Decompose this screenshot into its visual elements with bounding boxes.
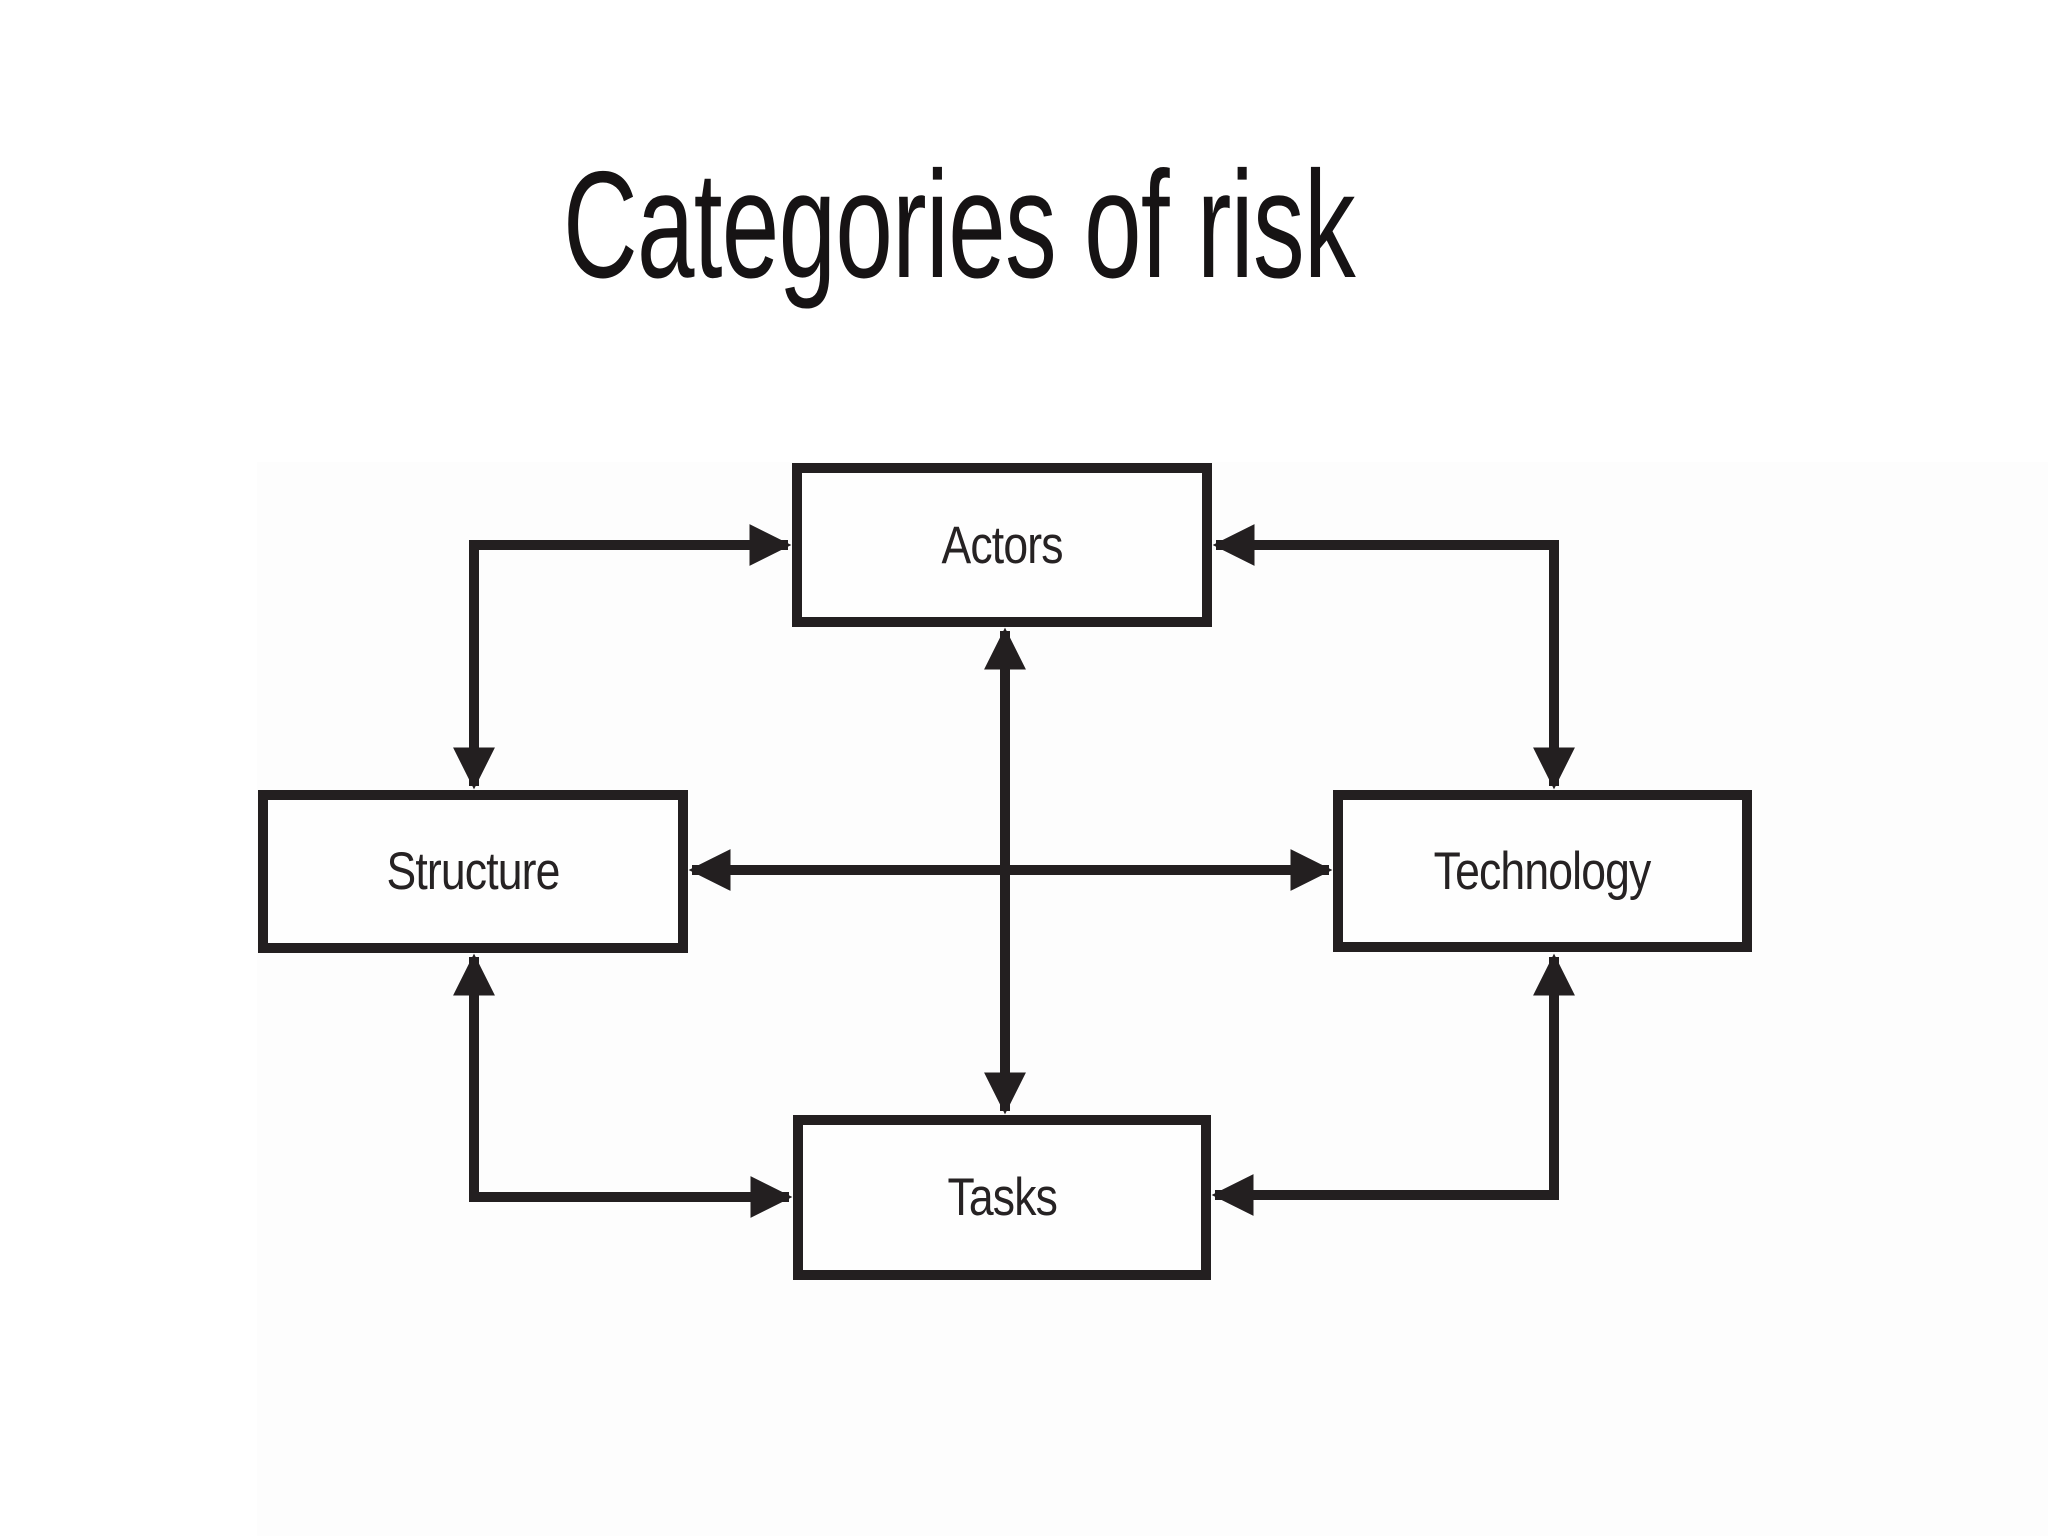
slide-title: Categories of risk [563,140,1356,310]
node-actors-label: Actors [941,515,1063,575]
node-technology-label: Technology [1434,841,1652,901]
edge-tasks-technology [1211,953,1575,1216]
node-technology: Technology [1333,790,1752,952]
node-tasks: Tasks [793,1115,1211,1280]
node-tasks-label: Tasks [947,1168,1057,1227]
node-actors: Actors [792,463,1212,627]
node-structure-label: Structure [386,842,560,901]
edge-structure-tasks [453,953,793,1218]
edge-actors-technology [1212,524,1575,790]
edge-structure-actors [453,524,792,790]
node-structure: Structure [258,790,688,953]
